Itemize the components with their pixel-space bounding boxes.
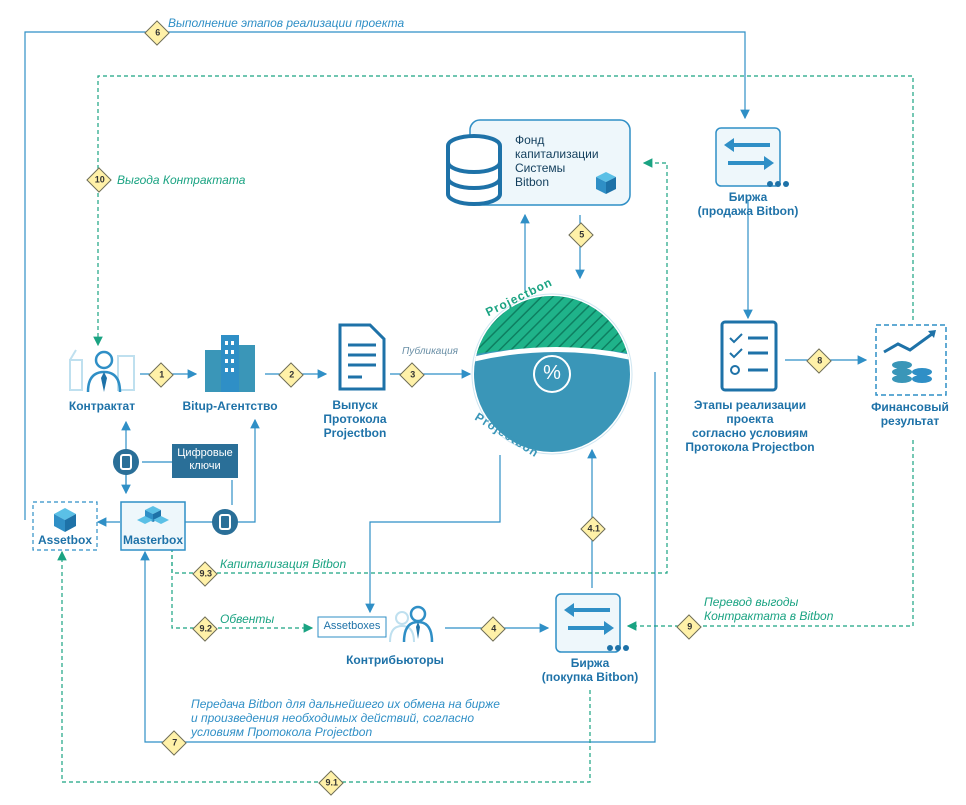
assetbox-node [32,501,98,551]
checklist-icon [720,320,778,392]
financial-result-icon [875,324,947,396]
note-7: Выполнение этапов реализации проекта [168,16,405,30]
stages-label: Этапы реализации проекта согласно услови… [685,398,815,454]
assetboxes-label: Assetboxes [323,620,381,632]
fund-node [446,119,631,206]
financial-label: Финансовый результат [871,400,949,428]
contributors-label: Контрибьюторы [346,653,444,667]
digital-keys-box [172,444,238,478]
fund-label: Фонд капитализации Системы Bitbon [515,133,599,189]
document-icon [338,323,386,391]
note-9-3: Капитализация Bitbon [220,557,347,571]
exchange-sell-label: Биржа (продажа Bitbon) [697,190,799,218]
contractor-icon [69,349,135,393]
key-icon [212,509,238,535]
masterbox-label: Masterbox [122,533,184,547]
protocol-label: Выпуск Протокола Projectbon [323,398,387,440]
masterbox-node [120,501,186,551]
exchange-sell-icon [715,127,789,187]
database-icon [446,134,502,206]
note-10: Выгода Контрактата [117,173,246,187]
key-icon [113,449,139,475]
exchange-buy-icon [555,593,629,653]
note-9: Перевод выгоды Контрактата в Bitbon [704,595,834,623]
assetbox-label: Assetbox [37,533,93,547]
buildings-icon [205,335,255,392]
note-6: Передача Bitbon для дальнейшего их обмен… [191,697,500,739]
note-publication: Публикация [402,346,458,357]
agency-label: Bitup-Агентство [182,399,278,413]
contributors-icon [389,605,434,643]
note-9-2: Обвенты [220,612,275,626]
projectbon-circle [471,293,633,455]
cube-icon [596,172,616,194]
percent-symbol: % [543,362,561,384]
assetboxes-box [317,616,387,638]
dashed-connectors [57,75,914,783]
digital-keys-label: Цифровые ключи [177,447,233,472]
contractor-label: Контрактат [68,399,136,413]
exchange-buy-label: Биржа (покупка Bitbon) [541,656,639,684]
